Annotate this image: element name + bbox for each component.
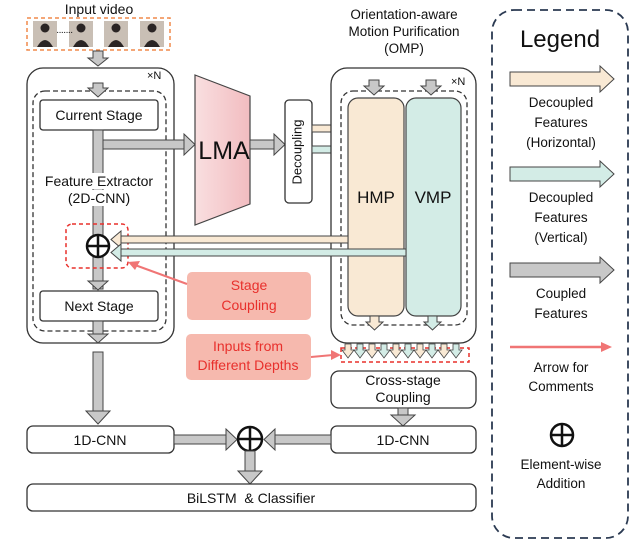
stage-coupling-highlight xyxy=(65,223,129,269)
legend-item-coupled: Coupled Features xyxy=(534,284,587,324)
legend-comment-line1: Arrow for xyxy=(533,360,589,375)
to-1dcnn-left-arrow xyxy=(92,351,104,413)
stage-entry-arrow xyxy=(86,82,110,98)
omp-dashed-frame xyxy=(340,90,468,326)
legend-horizontal-line3: (Horizontal) xyxy=(526,135,596,150)
lma-label: LMA xyxy=(198,137,250,165)
bilstm-classifier-box xyxy=(26,483,477,512)
bilstm-label: BiLSTM & Classifier xyxy=(186,490,316,506)
decoupling-label: Decoupling xyxy=(289,119,305,185)
cross-stage-line1: Cross-stage xyxy=(365,372,441,388)
left-repeat-label: ×N xyxy=(147,70,162,82)
legend-coupled-arrow xyxy=(509,255,615,285)
legend-item-horizontal: Decoupled Features (Horizontal) xyxy=(526,93,596,153)
lma-module xyxy=(194,74,251,226)
legend-vertical-line1: Decoupled xyxy=(528,190,594,205)
legend-vertical-arrow xyxy=(509,159,615,189)
input-video-title: Input video xyxy=(64,1,134,17)
frame-dots: ······· xyxy=(56,27,73,38)
current-stage-label: Current Stage xyxy=(55,107,143,123)
inputs-comment-line1: Inputs from xyxy=(212,338,284,354)
omp-return-horizontal-arrow xyxy=(119,235,349,244)
cross-stage-line2: Coupling xyxy=(375,389,431,405)
inputs-comment-line2: Different Depths xyxy=(197,357,299,373)
stage-coupling-comment-line2: Coupling xyxy=(221,297,277,313)
vmp-label: VMP xyxy=(414,188,452,207)
input-arrow xyxy=(86,50,110,67)
stage-coupling-comment-line1: Stage xyxy=(230,277,268,293)
to-lma-arrow xyxy=(102,139,186,150)
legend-item-addition: Element-wise Addition xyxy=(520,455,601,493)
legend-horizontal-line2: Features xyxy=(534,115,588,130)
inputs-comment-box xyxy=(186,334,311,380)
omp-title-line2: Motion Purification xyxy=(348,24,460,39)
stage-coupling-comment-arrow xyxy=(134,264,188,285)
feature-extractor-label: Feature Extractor xyxy=(44,173,154,190)
stage-flow-bar xyxy=(92,129,104,290)
feature-extractor-sublabel: (2D-CNN) xyxy=(67,190,131,207)
legend-addition-line2: Addition xyxy=(536,476,586,491)
input-video-frame xyxy=(26,17,171,51)
legend-title: Legend xyxy=(519,26,601,53)
legend-coupled-line1: Coupled xyxy=(535,286,587,301)
inputs-comment-arrow xyxy=(310,354,334,358)
legend-coupled-line2: Features xyxy=(534,306,588,321)
omp-return-vertical-arrow xyxy=(119,248,407,257)
legend-comment-line2: Comments xyxy=(528,379,594,394)
stage-coupling-comment-box xyxy=(187,272,311,320)
cnn1d-left-label: 1D-CNN xyxy=(73,432,127,448)
legend-item-vertical: Decoupled Features (Vertical) xyxy=(529,188,594,248)
omp-title-line1: Orientation-aware xyxy=(350,7,458,22)
legend-horizontal-line1: Decoupled xyxy=(528,95,594,110)
cnn1d-right-label: 1D-CNN xyxy=(376,432,430,448)
multi-depth-input-arrows xyxy=(341,343,463,359)
omp-repeat-label: ×N xyxy=(451,76,466,88)
legend-addition-line1: Element-wise xyxy=(520,457,602,472)
legend-item-comment: Arrow for Comments xyxy=(528,358,593,396)
legend-horizontal-arrow xyxy=(509,64,615,94)
legend-vertical-line3: (Vertical) xyxy=(534,230,588,245)
next-stage-label: Next Stage xyxy=(64,298,134,314)
omp-title-line3: (OMP) xyxy=(384,41,424,56)
hmp-label: HMP xyxy=(357,188,395,207)
video-frames xyxy=(33,21,164,47)
legend-vertical-line2: Features xyxy=(534,210,588,225)
